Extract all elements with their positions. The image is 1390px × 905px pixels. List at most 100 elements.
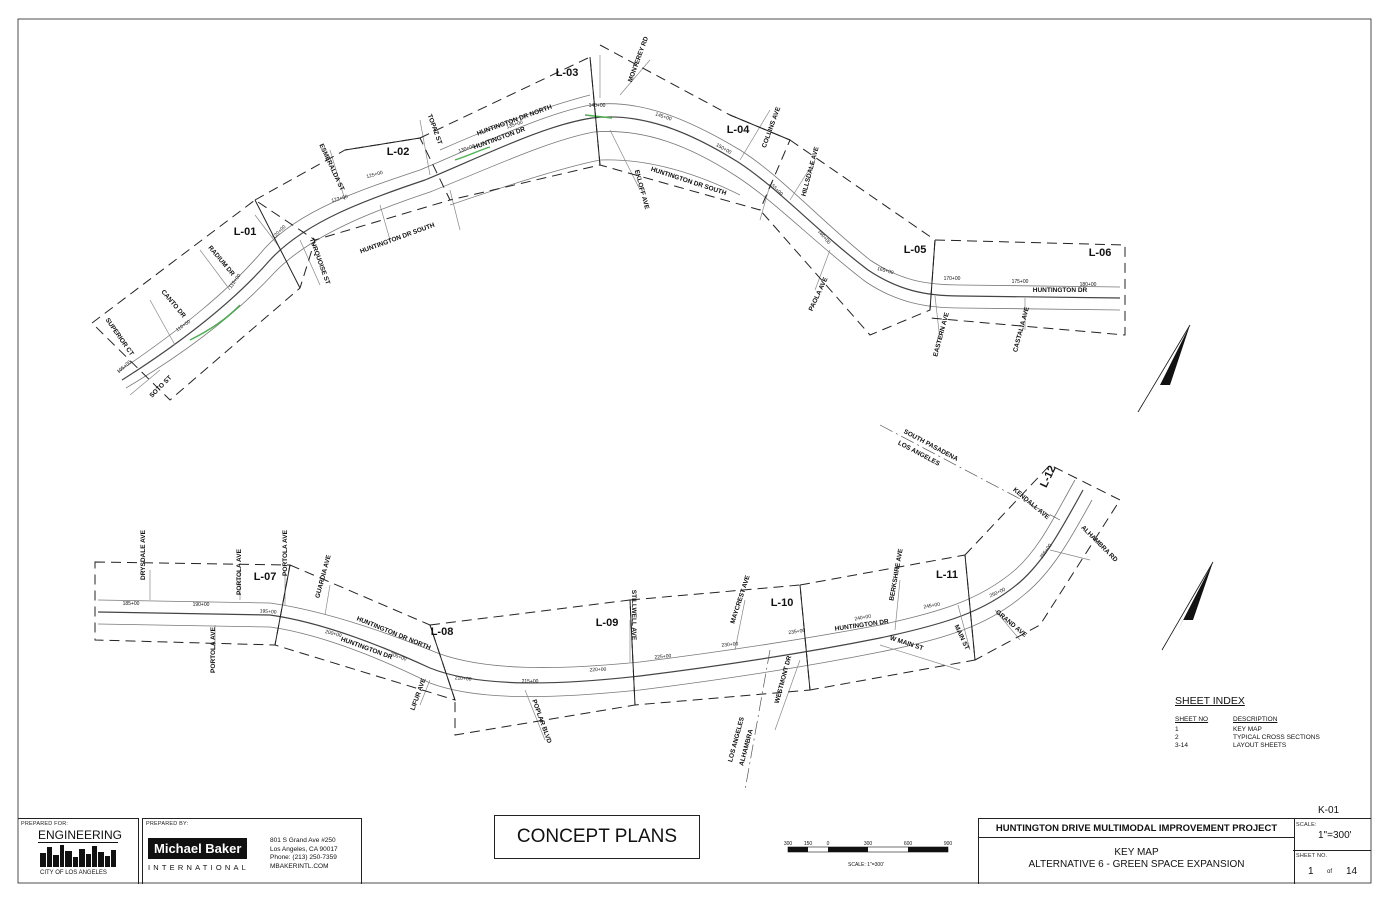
table-row: 1 KEY MAP: [1175, 726, 1355, 733]
scale-tick-label: 0: [827, 841, 830, 847]
scale-block: SCALE: 1"=300' SHEET NO. 1 of 14: [1293, 818, 1371, 884]
north-arrow-icon: [1137, 324, 1191, 413]
station-label: 200+00: [324, 629, 342, 639]
street-label: PORTOLA AVE: [236, 548, 243, 595]
sheet-index-header: SHEET NO DESCRIPTION: [1175, 716, 1355, 723]
sheet-label: L-01: [234, 226, 257, 238]
street-label: MONTEREY RD: [627, 35, 650, 83]
sheet-no-cell: 3-14: [1175, 742, 1189, 749]
street-label: EKLOFF AVE: [633, 169, 650, 211]
description-cell: TYPICAL CROSS SECTIONS: [1233, 734, 1320, 741]
station-label: 240+00: [854, 614, 872, 623]
scale-tick-label: 300: [784, 841, 793, 847]
station-label: 145+00: [654, 112, 672, 123]
address-line: MBAKERINTL.COM: [270, 862, 329, 870]
prepared-for-label: PREPARED FOR:: [21, 821, 69, 827]
firm-address: 801 S Grand Ave #250 Los Angeles, CA 900…: [270, 837, 338, 871]
north-segment: [91, 44, 1126, 401]
sheet-label: L-07: [254, 571, 277, 583]
project-title-block: HUNTINGTON DRIVE MULTIMODAL IMPROVEMENT …: [978, 818, 1295, 884]
station-label: 230+00: [721, 641, 739, 648]
station-label: 175+00: [1012, 279, 1029, 285]
street-label: DRYSDALE AVE: [140, 529, 147, 580]
sheet-label: L-09: [596, 617, 619, 629]
station-label: 195+00: [259, 608, 277, 615]
sheet-border: [17, 18, 1372, 884]
station-label: 140+00: [589, 103, 606, 109]
prepared-for-block: PREPARED FOR: ENGINEERING CITY OF LOS AN…: [18, 818, 139, 884]
table-row: 3-14 LAYOUT SHEETS: [1175, 742, 1355, 749]
station-label: 120+00: [271, 224, 287, 240]
sheet-index-title: SHEET INDEX: [1175, 695, 1245, 707]
sheet-no-cell: 1: [1175, 726, 1179, 733]
address-line: Los Angeles, CA 90017: [270, 845, 338, 853]
station-label: 130+00: [458, 144, 476, 155]
street-label: PORTOLA AVE: [282, 529, 289, 576]
scale-value: 1"=300': [1318, 830, 1352, 841]
sheet-no-label: SHEET NO.: [1296, 853, 1328, 859]
street-label: CASTALIA AVE: [1012, 306, 1031, 353]
street-label: HUNTINGTON DR: [1033, 287, 1088, 294]
station-label: 135+00: [506, 120, 524, 131]
sheet-index: SHEET INDEX SHEET NO DESCRIPTION 1 KEY M…: [1175, 695, 1355, 749]
station-label: 110+00: [175, 319, 192, 333]
project-title: HUNTINGTON DRIVE MULTIMODAL IMPROVEMENT …: [995, 823, 1278, 834]
sheet-label: L-03: [556, 67, 579, 79]
street-label: MAYCREST AVE: [729, 574, 751, 625]
firm-sub: INTERNATIONAL: [148, 863, 250, 872]
street-label: SUPERIOR CT: [104, 317, 135, 357]
scale-bar: 300 150 0 300 600 900 SCALE: 1"=300': [784, 841, 953, 868]
sheet-no-cell: 2: [1175, 734, 1179, 741]
sheet-label: L-08: [431, 626, 454, 638]
scale-caption: SCALE: 1"=300': [848, 862, 884, 868]
street-label: BERKSHIRE AVE: [888, 548, 904, 602]
street-label: CANTO DR: [159, 289, 187, 320]
station-label: 220+00: [589, 667, 606, 674]
street-label: ALHAMBRA RD: [1079, 524, 1118, 563]
address-line: Phone: (213) 250-7359: [270, 854, 337, 861]
scale-tick-label: 300: [864, 841, 873, 847]
engineering-label: ENGINEERING: [38, 828, 123, 842]
scale-tick-label: 900: [944, 841, 953, 847]
street-label: RADIUM DR: [207, 245, 236, 278]
station-label: 205+00: [389, 651, 407, 662]
table-row: 2 TYPICAL CROSS SECTIONS: [1175, 734, 1355, 741]
city-skyline-icon: [40, 845, 116, 867]
sheet-no-header: SHEET NO: [1175, 716, 1209, 723]
station-label: 170+00: [944, 276, 961, 282]
street-label: ESMERALDA ST: [317, 143, 345, 192]
station-label: 210+00: [454, 675, 472, 682]
street-label: COLLINS AVE: [761, 105, 783, 148]
sheet-label: L-12: [1038, 464, 1058, 490]
sheet-label: L-11: [936, 569, 958, 581]
station-label: 215+00: [522, 679, 539, 685]
sheet-label: L-02: [387, 146, 410, 158]
prepared-by-block: PREPARED BY: Michael Baker INTERNATIONAL…: [142, 818, 362, 884]
station-label: 225+00: [654, 653, 672, 660]
description-cell: KEY MAP: [1233, 726, 1262, 733]
street-label: PORTOLA AVE: [210, 626, 217, 673]
scale-tick-label: 150: [804, 841, 813, 847]
station-label: 185+00: [123, 601, 140, 607]
sheet-label: L-10: [771, 597, 794, 609]
street-label: PAOLA AVE: [808, 276, 830, 313]
prepared-by-label: PREPARED BY:: [146, 821, 189, 827]
street-label: HILLSDALE AVE: [801, 145, 821, 197]
station-label: 245+00: [923, 602, 941, 611]
sheet-label: L-06: [1089, 247, 1112, 259]
scale-tick-label: 600: [904, 841, 913, 847]
station-label: 155+00: [768, 181, 784, 197]
station-label: 122+00: [331, 194, 349, 204]
station-label: 125+00: [366, 170, 384, 180]
concept-plans-box: CONCEPT PLANS: [494, 815, 700, 859]
station-label: 235+00: [788, 628, 806, 636]
street-label: HUNTINGTON DR SOUTH: [650, 166, 728, 197]
firm-logo: Michael Baker: [148, 838, 248, 859]
description-header: DESCRIPTION: [1233, 716, 1278, 723]
description-cell: LAYOUT SHEETS: [1233, 742, 1287, 749]
station-label: 255+00: [1039, 543, 1054, 560]
sheet-total: 14: [1346, 866, 1358, 877]
